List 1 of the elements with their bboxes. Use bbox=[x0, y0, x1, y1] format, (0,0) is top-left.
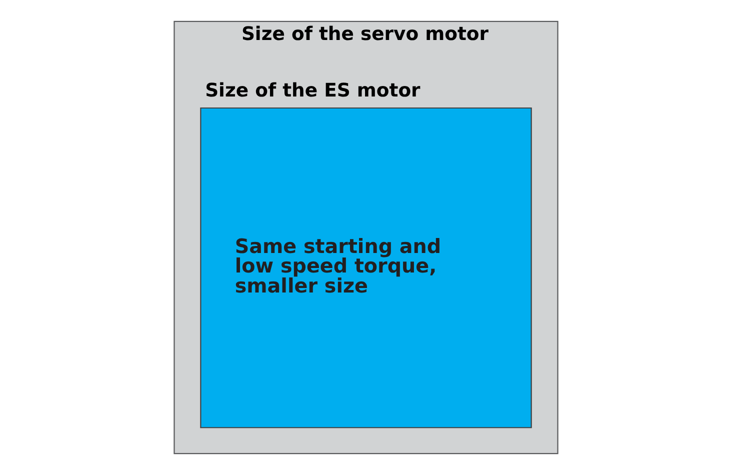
node-label: Size of the ES motor bbox=[204, 80, 420, 102]
